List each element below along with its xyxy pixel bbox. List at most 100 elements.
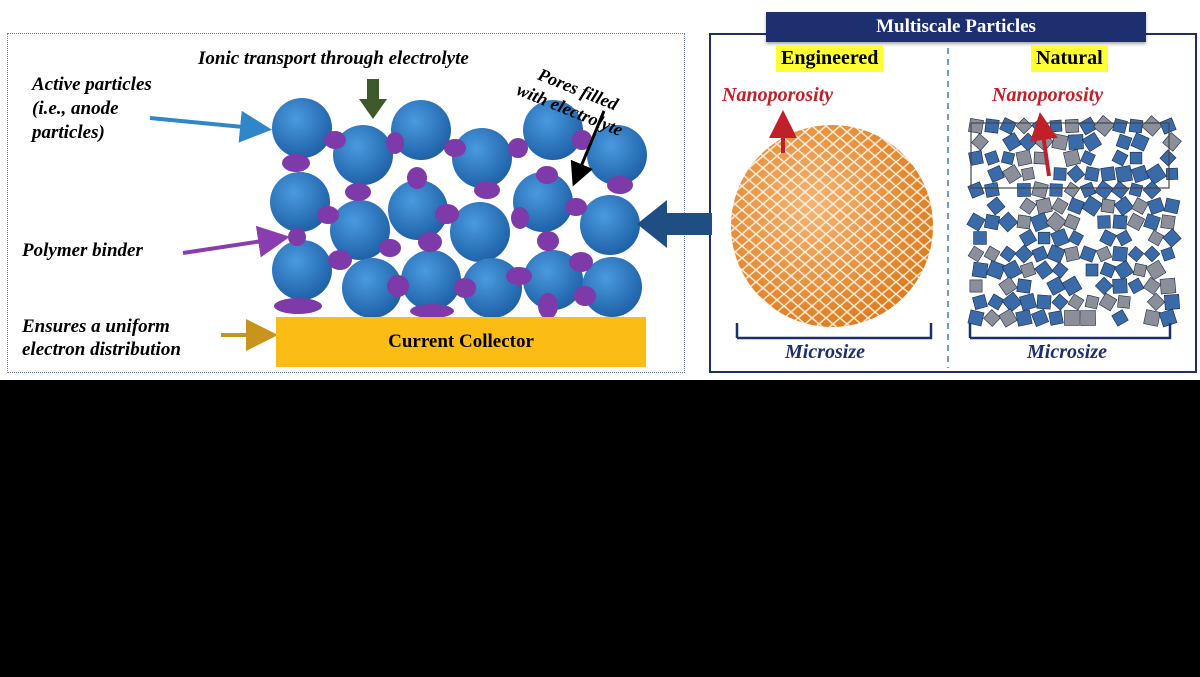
multiscale-header: Multiscale Particles bbox=[766, 12, 1146, 42]
polymer-binder-label: Polymer binder bbox=[22, 240, 143, 261]
natural-tile bbox=[1067, 293, 1085, 311]
natural-tile bbox=[1160, 246, 1176, 262]
natural-tile bbox=[1111, 245, 1129, 263]
natural-tile bbox=[1127, 277, 1145, 295]
natural-tile bbox=[1147, 229, 1165, 247]
active-particles-line-3: particles) bbox=[32, 122, 105, 143]
natural-tile bbox=[1079, 245, 1097, 263]
natural-tile bbox=[983, 245, 1001, 263]
natural-tile bbox=[1129, 151, 1143, 165]
natural-tile bbox=[968, 150, 984, 166]
natural-tile bbox=[969, 279, 983, 293]
natural-tile bbox=[1095, 245, 1113, 263]
natural-tile bbox=[973, 231, 987, 245]
natural-tile bbox=[1068, 134, 1084, 150]
natural-tile bbox=[966, 212, 986, 232]
natural-tile bbox=[1061, 275, 1083, 297]
natural-tile bbox=[1142, 180, 1162, 200]
natural-tile bbox=[1160, 214, 1176, 230]
engineered-sphere bbox=[731, 125, 933, 327]
natural-tile bbox=[1018, 228, 1038, 248]
uniform-distribution-label: Ensures a uniform electron distribution bbox=[22, 315, 181, 361]
natural-tile bbox=[1030, 212, 1050, 233]
natural-tile bbox=[1113, 260, 1135, 281]
natural-tile bbox=[968, 118, 984, 134]
natural-tile bbox=[1143, 309, 1161, 327]
natural-tile bbox=[1045, 211, 1067, 233]
natural-tile bbox=[1019, 261, 1037, 279]
natural-tile bbox=[1097, 215, 1111, 229]
natural-tile bbox=[1015, 309, 1033, 327]
natural-tile bbox=[1117, 295, 1131, 309]
natural-tile bbox=[1099, 229, 1117, 247]
natural-tile bbox=[999, 245, 1017, 263]
natural-tile bbox=[986, 196, 1006, 216]
natural-tile bbox=[1053, 167, 1067, 181]
natural-tile bbox=[1046, 244, 1066, 264]
natural-tile bbox=[1051, 197, 1069, 215]
natural-tile bbox=[1163, 197, 1181, 215]
natural-tile bbox=[1034, 260, 1054, 280]
natural-tile bbox=[1115, 133, 1133, 151]
natural-tile bbox=[1165, 167, 1179, 181]
natural-tile bbox=[1112, 118, 1128, 134]
natural-tile bbox=[999, 117, 1017, 135]
natural-tile bbox=[1081, 195, 1103, 217]
natural-tile bbox=[1093, 115, 1115, 137]
natural-tile bbox=[1145, 259, 1167, 281]
natural-tile bbox=[1031, 181, 1049, 199]
natural-tile bbox=[1128, 118, 1144, 134]
natural-tile bbox=[1081, 131, 1103, 153]
natural-tile bbox=[1051, 133, 1069, 151]
natural-tiles bbox=[966, 115, 1182, 328]
natural-tile bbox=[1064, 118, 1080, 134]
natural-tile bbox=[1080, 310, 1096, 326]
natural-tile bbox=[1130, 132, 1150, 152]
engineered-nanoporosity-label: Nanoporosity bbox=[722, 84, 834, 106]
binder-arrow bbox=[182, 225, 290, 258]
natural-tile bbox=[1064, 246, 1080, 262]
natural-tile bbox=[1001, 259, 1023, 281]
natural-tile bbox=[984, 118, 1000, 134]
natural-tile bbox=[1146, 292, 1166, 312]
natural-tile bbox=[1084, 166, 1100, 182]
natural-tile bbox=[1037, 231, 1051, 245]
natural-tile bbox=[1051, 261, 1069, 279]
natural-tile bbox=[971, 261, 989, 279]
natural-tile bbox=[1100, 166, 1116, 182]
natural-title: Natural bbox=[1031, 45, 1108, 72]
engineered-title: Engineered bbox=[776, 45, 884, 72]
natural-tile bbox=[1019, 293, 1037, 311]
natural-tile bbox=[1051, 293, 1069, 311]
natural-tile bbox=[1084, 294, 1100, 310]
natural-tile bbox=[987, 293, 1005, 311]
uniform-line-1: Ensures a uniform bbox=[22, 316, 170, 337]
engineered-microsize-label: Microsize bbox=[785, 341, 865, 363]
natural-tile bbox=[1127, 245, 1145, 263]
natural-tile bbox=[1163, 293, 1181, 311]
natural-tile bbox=[1063, 148, 1082, 167]
active-particle-arrow bbox=[149, 110, 272, 143]
natural-tile bbox=[987, 165, 1005, 183]
natural-tile bbox=[1100, 198, 1116, 214]
natural-tile bbox=[1098, 292, 1118, 312]
natural-tile bbox=[1046, 276, 1066, 296]
natural-tile bbox=[1111, 149, 1129, 167]
active-particles-line-1: Active particles bbox=[32, 74, 152, 95]
natural-tile bbox=[1063, 181, 1081, 199]
natural-tile bbox=[1015, 117, 1033, 135]
natural-tile bbox=[1049, 119, 1063, 133]
polymer-binder-group bbox=[274, 130, 633, 319]
natural-inset-box bbox=[970, 122, 1170, 189]
natural-tile bbox=[983, 309, 1001, 327]
active-particles-line-2: (i.e., anode bbox=[32, 98, 119, 119]
figure-canvas: Active particles (i.e., anode particles)… bbox=[0, 0, 1200, 380]
natural-tile bbox=[1132, 262, 1148, 278]
natural-tile bbox=[1019, 197, 1037, 215]
natural-tile bbox=[1001, 164, 1022, 185]
natural-tile bbox=[1000, 150, 1016, 166]
natural-tile bbox=[967, 181, 985, 199]
natural-tile bbox=[1030, 308, 1050, 327]
natural-tile bbox=[1079, 181, 1097, 199]
natural-tile bbox=[1021, 166, 1036, 181]
